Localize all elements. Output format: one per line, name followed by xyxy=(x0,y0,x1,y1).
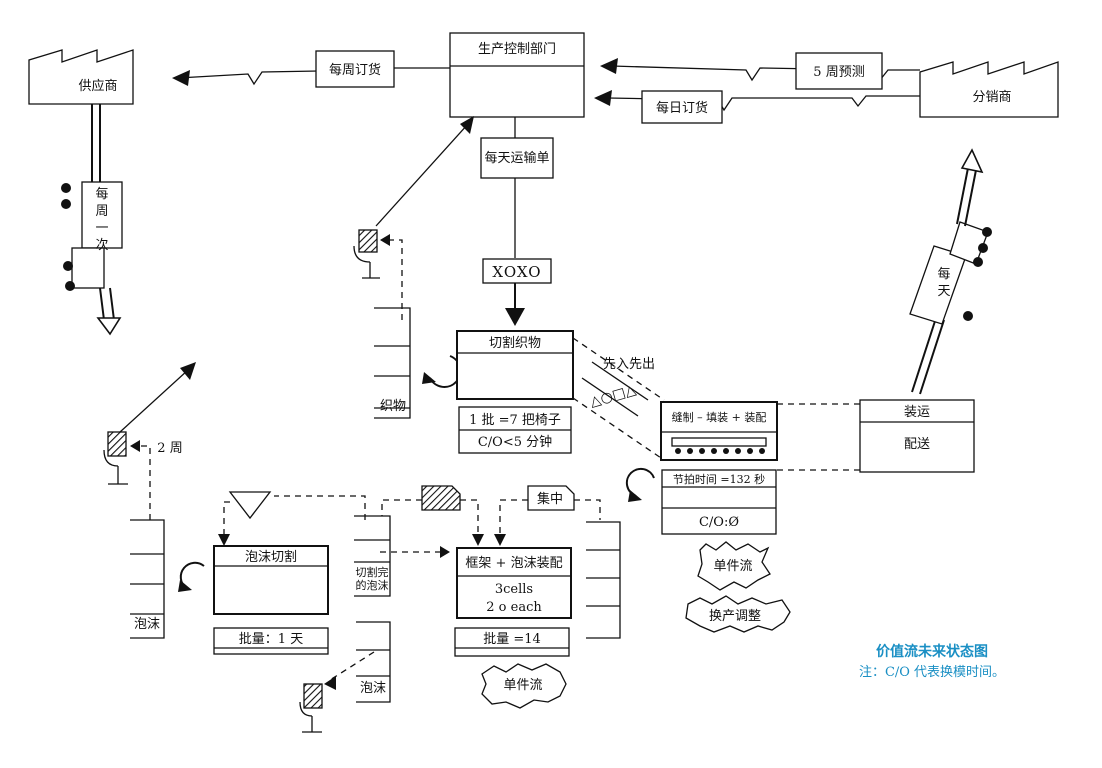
assembly-output-supermarket xyxy=(586,521,621,639)
daily-order-label: 每日订货 xyxy=(656,100,708,116)
concentrate-label: 集中 xyxy=(537,491,563,507)
daily-shipping-label: 每天运输单 xyxy=(484,150,549,166)
foam-cut-process: 泡沫切割 批量：1 天 xyxy=(213,545,329,655)
foam-supermarket-left-label: 泡沫 xyxy=(134,617,160,632)
frame-foam-assembly-process: 框架 + 泡沫装配 3cells 2 o each 批量 =14 xyxy=(454,547,572,657)
foam-cut-title: 泡沫切割 xyxy=(245,549,297,565)
kanban-post-left: 2 周 xyxy=(103,362,196,520)
fifo-label: 先入先出 xyxy=(603,357,655,372)
distributor-truck: 每天 xyxy=(909,148,992,395)
heijunka-label: XOXO xyxy=(492,263,541,281)
cut-foam-supermarket-label: 切割完的泡沫 xyxy=(356,565,389,592)
kaizen-changeover-label: 换产调整 xyxy=(709,609,761,624)
fabric-supermarket: 织物 xyxy=(374,307,411,419)
legend-title: 价值流未来状态图 xyxy=(876,643,988,660)
kaizen-single-flow-bottom-label: 单件流 xyxy=(503,678,542,693)
sew-fill-assemble-title: 缝制 – 填装 + 装配 xyxy=(672,410,767,424)
production-kanban-hatched xyxy=(381,485,484,546)
forecast-flow: 5 周预测 xyxy=(600,52,920,90)
heijunka-box: XOXO xyxy=(482,258,552,284)
weekly-order-label: 每周订货 xyxy=(329,62,381,78)
supplier-truck: 每周一次 xyxy=(61,104,123,336)
kanban-post-bottom xyxy=(299,651,375,733)
frame-foam-assembly-line-2: 2 o each xyxy=(486,600,542,615)
concentrate-tag: 集中 xyxy=(494,485,601,546)
supplier-truck-label: 每周一次 xyxy=(95,186,108,253)
heijunka-down-arrow xyxy=(505,283,525,326)
production-control-label: 生产控制部门 xyxy=(478,42,556,57)
legend-note: 注：C/O 代表换模时间。 xyxy=(859,665,1005,680)
frame-foam-assembly-data-1: 批量 =14 xyxy=(483,632,541,647)
frame-foam-assembly-line-1: 3cells xyxy=(495,582,533,597)
pull-icon-foam xyxy=(178,561,205,592)
daily-shipping-schedule: 每天运输单 xyxy=(480,117,554,258)
sew-fill-assemble-data-1: 节拍时间 =132 秒 xyxy=(673,472,765,486)
sew-to-shipping-dashed xyxy=(777,403,860,471)
cut-fabric-title: 切割织物 xyxy=(489,335,541,351)
sew-fill-assemble-data-3: C/O:Ø xyxy=(699,515,739,530)
frame-foam-assembly-title: 框架 + 泡沫装配 xyxy=(465,556,562,571)
foam-supermarket-bottom-label: 泡沫 xyxy=(360,681,386,696)
distributor-label: 分销商 xyxy=(972,90,1011,105)
legend: 价值流未来状态图 注：C/O 代表换模时间。 xyxy=(859,643,1005,680)
pull-icon-fabric xyxy=(422,355,462,388)
shipping-box: 装运 配送 xyxy=(859,399,975,473)
kaizen-burst-changeover: 换产调整 xyxy=(685,595,791,633)
cut-fabric-data-2: C/O<5 分钟 xyxy=(478,434,552,450)
weekly-order-flow: 每周订货 xyxy=(172,50,450,88)
fifo-lane: 先入先出 △○□△ xyxy=(572,337,665,461)
kaizen-burst-single-flow-bottom: 单件流 xyxy=(481,663,567,709)
supplier-factory: 供应商 xyxy=(28,49,134,105)
fabric-pull-dashed xyxy=(380,234,403,320)
foam-cut-data-1: 批量：1 天 xyxy=(239,632,303,647)
kaizen-burst-single-flow-top: 单件流 xyxy=(697,541,771,591)
daily-order-flow: 每日订货 xyxy=(594,90,920,124)
sew-fill-assemble-process: 缝制 – 填装 + 装配 节拍时间 =132 秒 C/O:Ø xyxy=(660,401,778,535)
pull-icon-sew xyxy=(625,467,655,502)
distributor-factory: 分销商 xyxy=(919,61,1059,118)
kanban-post-top xyxy=(353,116,474,279)
shipping-subtitle: 配送 xyxy=(904,437,930,452)
signal-kanban-triangle xyxy=(218,491,366,546)
kaizen-single-flow-top-label: 单件流 xyxy=(713,559,752,574)
production-control-box: 生产控制部门 xyxy=(449,32,585,118)
cut-foam-to-assembly-arrow xyxy=(440,546,450,558)
two-weeks-label: 2 周 xyxy=(157,441,182,456)
shipping-title: 装运 xyxy=(904,405,930,420)
cut-fabric-process: 切割织物 1 批 =7 把椅子 C/O<5 分钟 xyxy=(456,330,574,454)
distributor-truck-label: 每天 xyxy=(937,266,950,299)
cut-fabric-data-1: 1 批 =7 把椅子 xyxy=(469,413,561,428)
supplier-label: 供应商 xyxy=(78,78,117,94)
cut-foam-supermarket: 切割完的泡沫 xyxy=(354,515,391,597)
foam-supermarket-left: 泡沫 xyxy=(130,519,165,639)
forecast-label: 5 周预测 xyxy=(813,65,864,80)
fifo-shapes: △○□△ xyxy=(588,382,638,410)
foam-supermarket-bottom: 泡沫 xyxy=(356,621,391,703)
fabric-supermarket-label: 织物 xyxy=(380,399,406,414)
